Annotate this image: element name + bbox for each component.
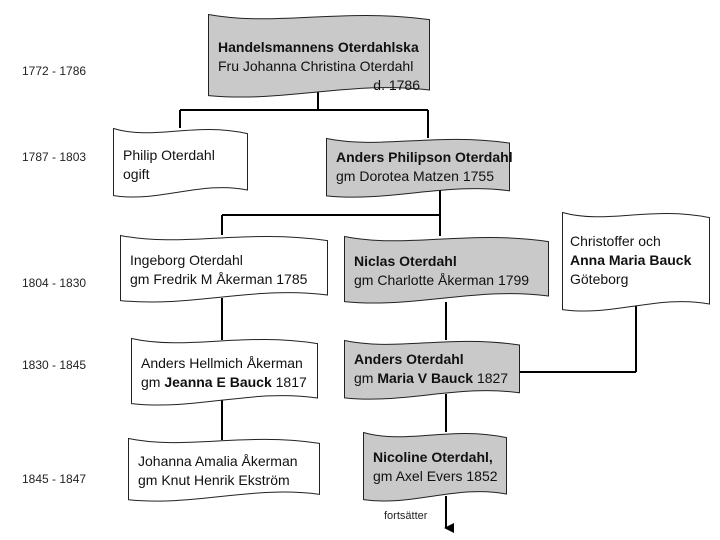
person-name-2: Anna Maria Bauck xyxy=(570,252,692,268)
period-label-1: 1772 - 1786 xyxy=(22,64,87,78)
spouse-prefix: gm xyxy=(354,370,374,386)
person-name: Philip Oterdahl xyxy=(123,147,215,163)
continues-label: fortsätter xyxy=(384,510,428,522)
person-name: Handelsmannens Oterdahlska xyxy=(218,39,419,55)
person-spouse: gm Axel Evers 1852 xyxy=(373,468,498,484)
person-spouse: gm Dorotea Matzen 1755 xyxy=(336,168,494,184)
person-name: Niclas Oterdahl xyxy=(354,253,457,269)
person-niclas-oterdahl: Niclas Oterdahl gm Charlotte Åkerman 179… xyxy=(344,235,549,304)
person-spouse: gm Fredrik M Åkerman 1785 xyxy=(130,271,308,287)
person-name: Anders Hellmich Åkerman xyxy=(141,355,303,371)
person-johanna-amalia-akerman: Johanna Amalia Åkerman gm Knut Henrik Ek… xyxy=(128,437,320,502)
person-name: Anders Philipson Oterdahl xyxy=(336,149,513,165)
person-name: Nicoline Oterdahl, xyxy=(373,449,493,465)
person-anders-oterdahl: Anders Oterdahl gm Maria V Bauck 1827 xyxy=(344,339,520,400)
spouse-year: 1817 xyxy=(275,374,307,390)
period-label-5: 1845 - 1847 xyxy=(22,472,87,486)
person-note: ogift xyxy=(123,166,150,182)
spouse-name: Maria V Bauck xyxy=(377,370,474,386)
person-nicoline-oterdahl: Nicoline Oterdahl, gm Axel Evers 1852 xyxy=(363,431,507,502)
person-spouse: gm Maria V Bauck 1827 xyxy=(354,369,510,388)
spouse-year: 1827 xyxy=(476,370,509,386)
box-shape xyxy=(113,127,248,198)
spouse-prefix: gm xyxy=(141,374,161,390)
period-label-3: 1804 - 1830 xyxy=(22,276,87,290)
box-shape xyxy=(120,234,328,303)
person-philip-oterdahl: Philip Oterdahl ogift xyxy=(113,127,248,198)
person-spouse: gm Knut Henrik Ekström xyxy=(138,472,290,488)
period-label-2: 1787 - 1803 xyxy=(22,150,87,164)
person-christoffer-anna-maria-bauck: Christoffer och Anna Maria Bauck Götebor… xyxy=(562,211,710,312)
box-shape xyxy=(131,337,318,406)
person-spouse: gm Charlotte Åkerman 1799 xyxy=(354,272,530,288)
person-name: Anders Oterdahl xyxy=(354,351,464,367)
person-anders-philipson-oterdahl: Anders Philipson Oterdahl gm Dorotea Mat… xyxy=(326,137,513,198)
person-name: Ingeborg Oterdahl xyxy=(130,252,243,268)
death-year: d. 1786 xyxy=(373,77,420,93)
box-shape xyxy=(344,339,520,400)
person-spouse: gm Jeanna E Bauck 1817 xyxy=(141,373,308,392)
person-ingeborg-oterdahl: Ingeborg Oterdahl gm Fredrik M Åkerman 1… xyxy=(120,234,328,303)
person-handelsmannens-oterdahlska: Handelsmannens Oterdahlska Fru Johanna C… xyxy=(208,13,430,98)
box-shape xyxy=(363,431,507,502)
box-shape xyxy=(208,13,430,98)
spouse-name: Jeanna E Bauck xyxy=(164,374,272,390)
person-anders-hellmich-akerman: Anders Hellmich Åkerman gm Jeanna E Bauc… xyxy=(131,337,318,406)
person-detail: Fru Johanna Christina Oterdahl xyxy=(218,58,414,74)
period-label-4: 1830 - 1845 xyxy=(22,358,87,372)
box-shape xyxy=(562,211,710,312)
box-shape xyxy=(326,137,510,198)
box-shape xyxy=(128,437,320,502)
person-place: Göteborg xyxy=(570,271,629,287)
box-shape xyxy=(344,235,549,304)
person-name: Johanna Amalia Åkerman xyxy=(138,453,298,469)
person-name: Christoffer och xyxy=(570,233,661,249)
